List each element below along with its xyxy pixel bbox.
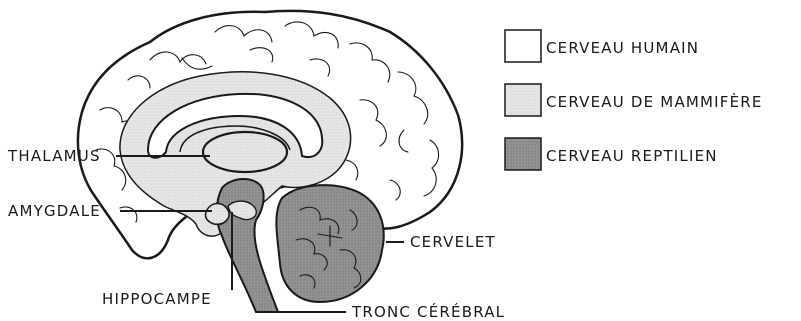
thalamus bbox=[203, 132, 287, 172]
legend-swatch-mammal bbox=[505, 84, 541, 116]
legend-swatch-reptile bbox=[505, 138, 541, 170]
legend-swatch-human bbox=[505, 30, 541, 62]
legend: CERVEAU HUMAIN CERVEAU DE MAMMIFÈRE CERV… bbox=[505, 30, 763, 170]
cervelet-label: CERVELET bbox=[410, 233, 496, 251]
amygdala bbox=[205, 203, 229, 224]
legend-label-mammal: CERVEAU DE MAMMIFÈRE bbox=[546, 92, 763, 111]
amygdale-label: AMYGDALE bbox=[8, 202, 101, 220]
legend-label-reptile: CERVEAU REPTILIEN bbox=[546, 147, 718, 165]
brainstem bbox=[217, 179, 278, 312]
thalamus-label: THALAMUS bbox=[7, 147, 101, 165]
hippocampe-label: HIPPOCAMPE bbox=[102, 290, 212, 308]
legend-label-human: CERVEAU HUMAIN bbox=[546, 39, 699, 57]
tronc-label: TRONC CÉRÉBRAL bbox=[351, 302, 505, 321]
